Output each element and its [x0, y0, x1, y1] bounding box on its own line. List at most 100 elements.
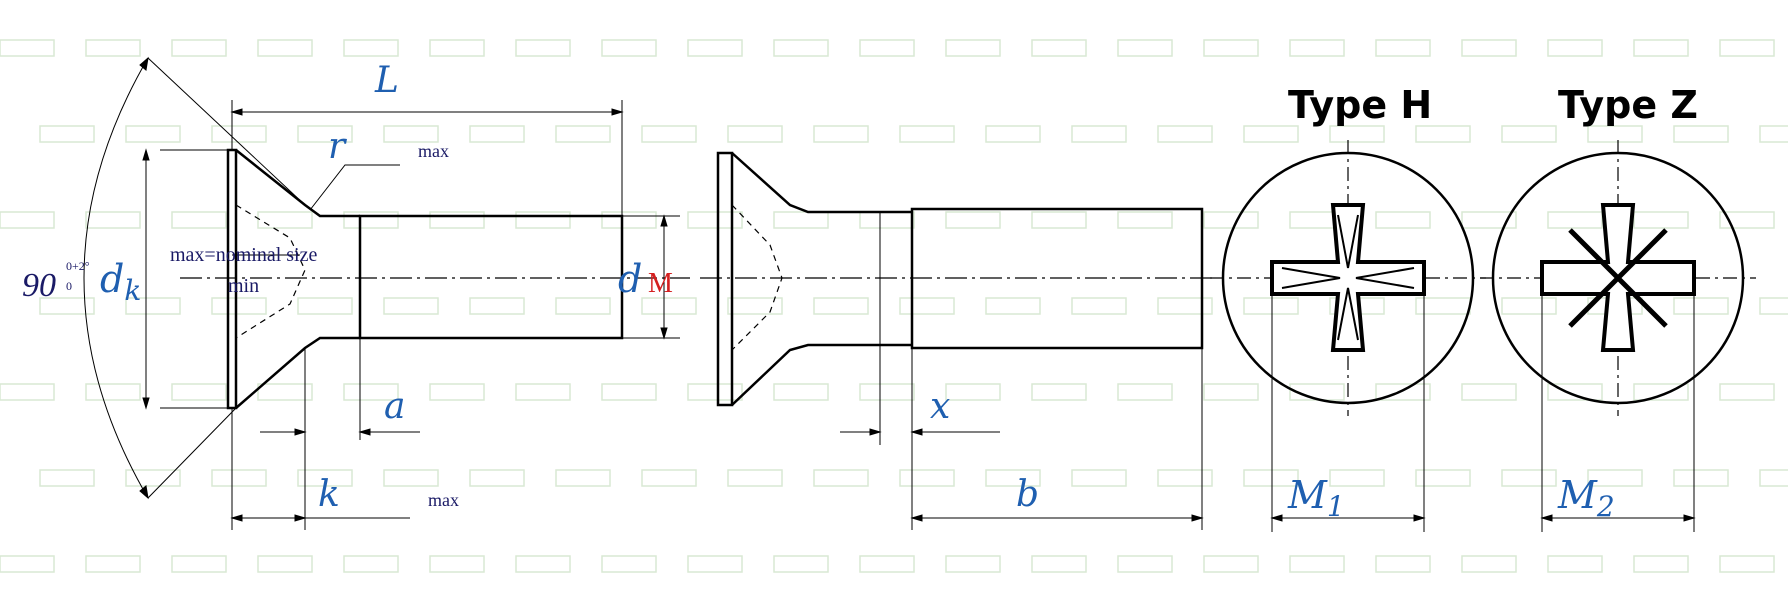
watermark-tile [469, 297, 525, 315]
watermark-tile [601, 383, 657, 401]
watermark-tile [1415, 125, 1471, 143]
watermark-tile [1461, 211, 1517, 229]
watermark-tile [297, 125, 353, 143]
watermark-tile [1289, 39, 1345, 57]
watermark-tile [343, 555, 399, 573]
watermark-tile [1203, 211, 1259, 229]
watermark-tile [773, 39, 829, 57]
label-angle: 90 [22, 267, 56, 304]
watermark-tile [945, 555, 1001, 573]
label-a: a [384, 386, 405, 427]
watermark-pattern [0, 39, 1788, 573]
watermark-tile [727, 125, 783, 143]
watermark-tile [1547, 211, 1603, 229]
watermark-tile [171, 555, 227, 573]
watermark-tile [1587, 469, 1643, 487]
watermark-tile [429, 383, 485, 401]
label-x: x [930, 386, 950, 427]
watermark-tile [1157, 125, 1213, 143]
watermark-tile [171, 383, 227, 401]
label-r-max: max [418, 141, 449, 161]
watermark-tile [1461, 555, 1517, 573]
watermark-tile [555, 125, 611, 143]
watermark-tile [1547, 39, 1603, 57]
watermark-tile [1673, 469, 1729, 487]
watermark-tile [641, 125, 697, 143]
shank [358, 214, 624, 340]
watermark-tile [1071, 297, 1127, 315]
watermark-tile [515, 383, 571, 401]
watermark-tile [859, 39, 915, 57]
watermark-tile [343, 39, 399, 57]
watermark-tile [1759, 125, 1788, 143]
head-note-min: min [228, 275, 259, 297]
watermark-tile [0, 555, 55, 573]
watermark-tile [1071, 469, 1127, 487]
watermark-tile [211, 297, 267, 315]
watermark-tile [687, 39, 743, 57]
r-leader [309, 164, 400, 211]
watermark-tile [985, 469, 1041, 487]
watermark-tile [1243, 297, 1299, 315]
watermark-tile [0, 211, 55, 229]
watermark-tile [985, 125, 1041, 143]
watermark-tile [1203, 555, 1259, 573]
watermark-tile [257, 211, 313, 229]
watermark-tile [1031, 39, 1087, 57]
watermark-tile [125, 297, 181, 315]
label-type-h: Type H [1288, 83, 1432, 127]
watermark-tile [1633, 211, 1689, 229]
watermark-tile [1031, 383, 1087, 401]
label-k-max: max [428, 490, 459, 510]
label-L: L [374, 60, 399, 101]
watermark-tile [515, 555, 571, 573]
type-z-recess-view [1480, 140, 1756, 532]
watermark-tile [1633, 555, 1689, 573]
watermark-tile [899, 469, 955, 487]
watermark-tile [1719, 211, 1775, 229]
recess-hidden-lines [235, 204, 306, 339]
head-note-max: max=nominal size [170, 244, 317, 266]
watermark-tile [1759, 469, 1788, 487]
watermark-tile [1547, 555, 1603, 573]
watermark-tile [469, 469, 525, 487]
watermark-tile [1759, 297, 1788, 315]
watermark-tile [171, 211, 227, 229]
watermark-tile [813, 297, 869, 315]
watermark-tile [1243, 469, 1299, 487]
watermark-tile [1719, 383, 1775, 401]
watermark-tile [945, 211, 1001, 229]
watermark-tile [1375, 383, 1431, 401]
watermark-tile [1415, 469, 1471, 487]
watermark-tile [297, 297, 353, 315]
watermark-tile [1633, 39, 1689, 57]
watermark-tile [211, 125, 267, 143]
head-cone-top [235, 149, 360, 218]
watermark-tile [39, 469, 95, 487]
watermark-tile [813, 469, 869, 487]
label-b: b [1016, 474, 1039, 515]
label-m2: M2 [1557, 473, 1615, 523]
watermark-tile [1117, 211, 1173, 229]
watermark-tile [813, 125, 869, 143]
watermark-tile [125, 125, 181, 143]
watermark-tile [211, 469, 267, 487]
watermark-tile [555, 297, 611, 315]
watermark-tile [601, 211, 657, 229]
watermark-tile [1203, 383, 1259, 401]
watermark-tile [1461, 39, 1517, 57]
watermark-tile [1117, 555, 1173, 573]
watermark-tile [859, 555, 915, 573]
watermark-tile [297, 469, 353, 487]
pozidriv-star [1568, 228, 1668, 328]
watermark-tile [601, 39, 657, 57]
watermark-tile [1501, 297, 1557, 315]
watermark-tile [515, 39, 571, 57]
watermark-tile [945, 383, 1001, 401]
watermark-tile [429, 39, 485, 57]
watermark-tile [1375, 211, 1431, 229]
watermark-tile [1375, 39, 1431, 57]
watermark-tile [1117, 39, 1173, 57]
watermark-tile [343, 383, 399, 401]
